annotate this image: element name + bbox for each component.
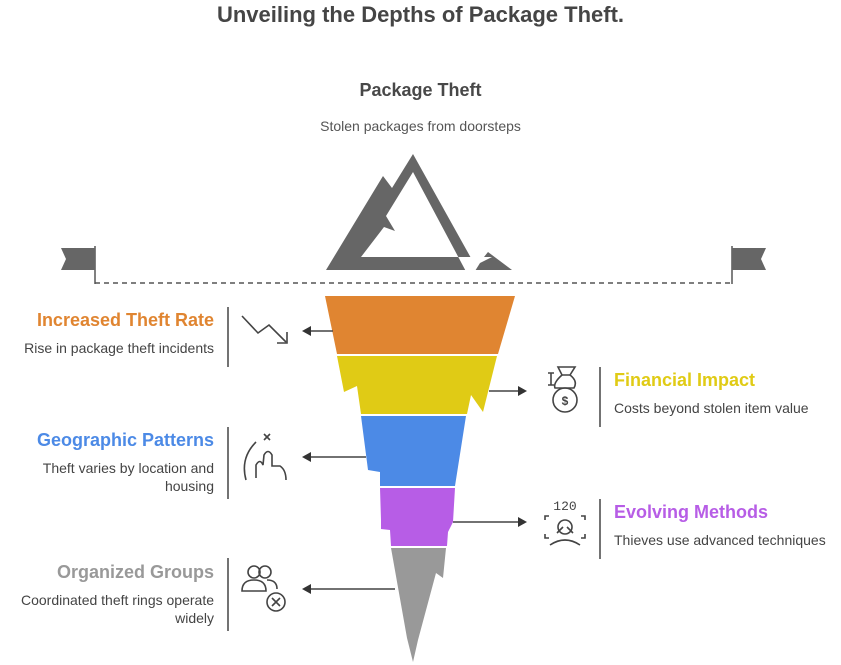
level-description: Costs beyond stolen item value — [614, 400, 809, 416]
top-description: Stolen packages from doorsteps — [320, 118, 521, 134]
left-flag-icon — [61, 246, 96, 284]
arrow-geographic-patterns — [302, 452, 366, 462]
level-label-evolving-methods: Evolving Methods Thieves use advanced te… — [614, 502, 841, 549]
arrow-organized-groups — [302, 584, 395, 594]
level-title: Geographic Patterns — [36, 430, 214, 450]
segment-organized-groups[interactable] — [391, 548, 446, 662]
level-label-organized-groups: Organized Groups Coordinated theft rings… — [0, 562, 214, 627]
level-title: Increased Theft Rate — [36, 310, 214, 330]
level-title: Financial Impact — [614, 370, 756, 390]
segment-increased-theft-rate[interactable] — [325, 296, 515, 354]
mountain-peak-icon — [326, 154, 512, 279]
right-flag-icon — [731, 246, 766, 284]
level-description: Thieves use advanced techniques — [614, 532, 826, 548]
level-description: Theft varies by location and housing — [42, 460, 214, 494]
level-title: Evolving Methods — [614, 502, 769, 522]
arrow-increased-theft-rate — [302, 326, 333, 336]
svg-text:$: $ — [562, 394, 569, 408]
level-label-financial-impact: Financial Impact Costs beyond stolen ite… — [614, 370, 841, 417]
level-label-increased-theft-rate: Increased Theft Rate Rise in package the… — [0, 310, 214, 357]
tap-gesture-icon — [243, 433, 287, 481]
level-title: Organized Groups — [56, 562, 214, 582]
money-bag-icon: $ — [548, 366, 578, 413]
segment-financial-impact[interactable] — [337, 356, 497, 414]
level-description: Coordinated theft rings operate widely — [20, 592, 214, 626]
face-scan-icon: 120 — [544, 499, 586, 546]
diagram-title: Unveiling the Depths of Package Theft. — [216, 2, 625, 27]
arrow-evolving-methods — [453, 517, 527, 527]
group-remove-icon — [241, 565, 286, 612]
top-heading: Package Theft — [359, 80, 482, 100]
trend-down-icon — [241, 315, 288, 344]
arrow-financial-impact — [489, 386, 527, 396]
level-description: Rise in package theft incidents — [24, 340, 214, 356]
level-label-geographic-patterns: Geographic Patterns Theft varies by loca… — [0, 430, 214, 495]
segment-evolving-methods[interactable] — [380, 488, 455, 546]
face-scan-number: 120 — [553, 499, 576, 514]
segment-geographic-patterns[interactable] — [361, 416, 466, 486]
